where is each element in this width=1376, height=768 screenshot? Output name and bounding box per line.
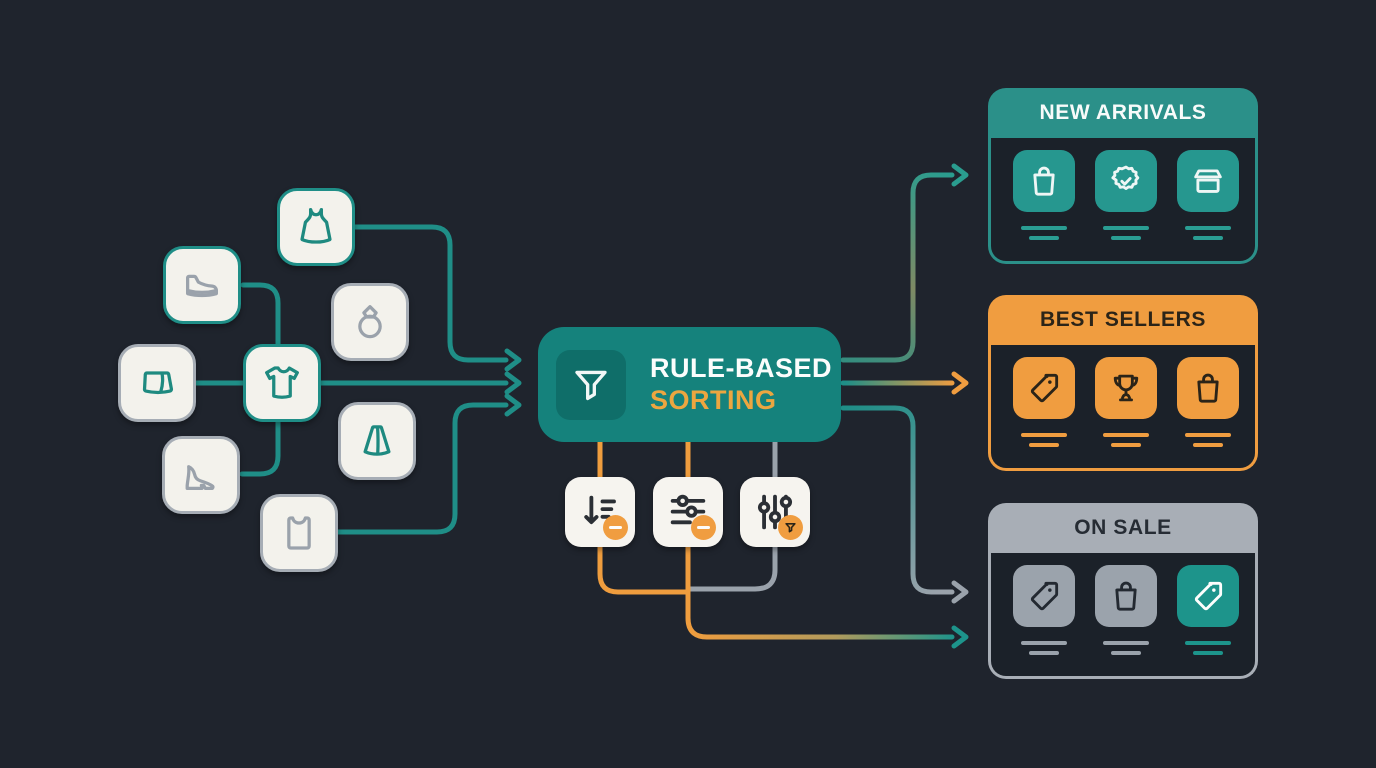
- placeholder-line: [1111, 236, 1141, 240]
- placeholder-line: [1021, 433, 1067, 437]
- placeholder-line: [1103, 433, 1149, 437]
- placeholder-line: [1029, 651, 1059, 655]
- card-best-sellers-title: BEST SELLERS: [988, 295, 1258, 345]
- price-tag-icon: [1013, 357, 1075, 419]
- placeholder-line: [1185, 433, 1231, 437]
- tile-high-heel: [162, 436, 240, 514]
- tile-tshirt: [243, 344, 321, 422]
- card-best-sellers: BEST SELLERS: [988, 295, 1258, 471]
- placeholder-line: [1193, 236, 1223, 240]
- minus-icon: [697, 525, 710, 530]
- placeholder-line: [1111, 443, 1141, 447]
- funnel-icon: [575, 370, 607, 400]
- card-new-arrivals-title: NEW ARRIVALS: [988, 88, 1258, 138]
- placeholder-line: [1021, 226, 1067, 230]
- high-heel-icon: [185, 465, 215, 491]
- processor-sliders-horizontal: [653, 477, 723, 547]
- minus-icon: [609, 525, 622, 530]
- shopping-bag-icon: [1013, 150, 1075, 212]
- card-on-sale: ON SALE: [988, 503, 1258, 679]
- card-on-sale-body: [988, 553, 1258, 679]
- verified-seal-icon: [1095, 150, 1157, 212]
- ring-icon: [358, 305, 382, 339]
- card-best-sellers-body: [988, 345, 1258, 471]
- tank-top-icon: [287, 516, 311, 550]
- placeholder-line: [1193, 443, 1223, 447]
- tile-tank-top: [260, 494, 338, 572]
- card-new-arrivals: NEW ARRIVALS: [988, 88, 1258, 264]
- tile-dress: [277, 188, 355, 266]
- dress-icon: [300, 208, 332, 244]
- shopping-bag-icon: [1177, 357, 1239, 419]
- trophy-icon: [1095, 357, 1157, 419]
- rule-box-title-line2: SORTING: [650, 384, 777, 415]
- tshirt-icon: [265, 366, 299, 399]
- placeholder-line: [1103, 641, 1149, 645]
- price-tag-icon-highlighted: [1177, 565, 1239, 627]
- sliders-vertical-icon: [757, 494, 793, 530]
- placeholder-line: [1029, 236, 1059, 240]
- tile-sneaker: [163, 246, 241, 324]
- shopping-bag-icon: [1095, 565, 1157, 627]
- placeholder-line: [1185, 641, 1231, 645]
- processor-sliders-vertical: [740, 477, 810, 547]
- card-new-arrivals-body: [988, 138, 1258, 264]
- sliders-horizontal-icon: [670, 494, 706, 525]
- sneaker-icon: [185, 274, 219, 298]
- funnel-chip: [556, 349, 626, 420]
- skirt-icon: [363, 425, 391, 456]
- placeholder-line: [1103, 226, 1149, 230]
- rule-box-title-line1: RULE-BASED: [650, 353, 833, 384]
- rule-box-title: RULE-BASED SORTING: [650, 353, 832, 415]
- placeholder-line: [1029, 443, 1059, 447]
- processor-sort-descending: [565, 477, 635, 547]
- minus-badge: [691, 515, 716, 540]
- placeholder-line: [1111, 651, 1141, 655]
- tile-ring: [331, 283, 409, 361]
- shorts-icon: [142, 371, 174, 395]
- card-on-sale-title: ON SALE: [988, 503, 1258, 553]
- placeholder-line: [1193, 651, 1223, 655]
- price-tag-icon: [1013, 565, 1075, 627]
- tile-skirt: [338, 402, 416, 480]
- rule-based-sorting-box: RULE-BASED SORTING: [538, 327, 841, 442]
- tile-shorts: [118, 344, 196, 422]
- placeholder-line: [1021, 641, 1067, 645]
- mini-funnel-icon: [785, 522, 796, 533]
- open-box-icon: [1177, 150, 1239, 212]
- minus-badge: [603, 515, 628, 540]
- placeholder-line: [1185, 226, 1231, 230]
- filter-badge: [778, 515, 803, 540]
